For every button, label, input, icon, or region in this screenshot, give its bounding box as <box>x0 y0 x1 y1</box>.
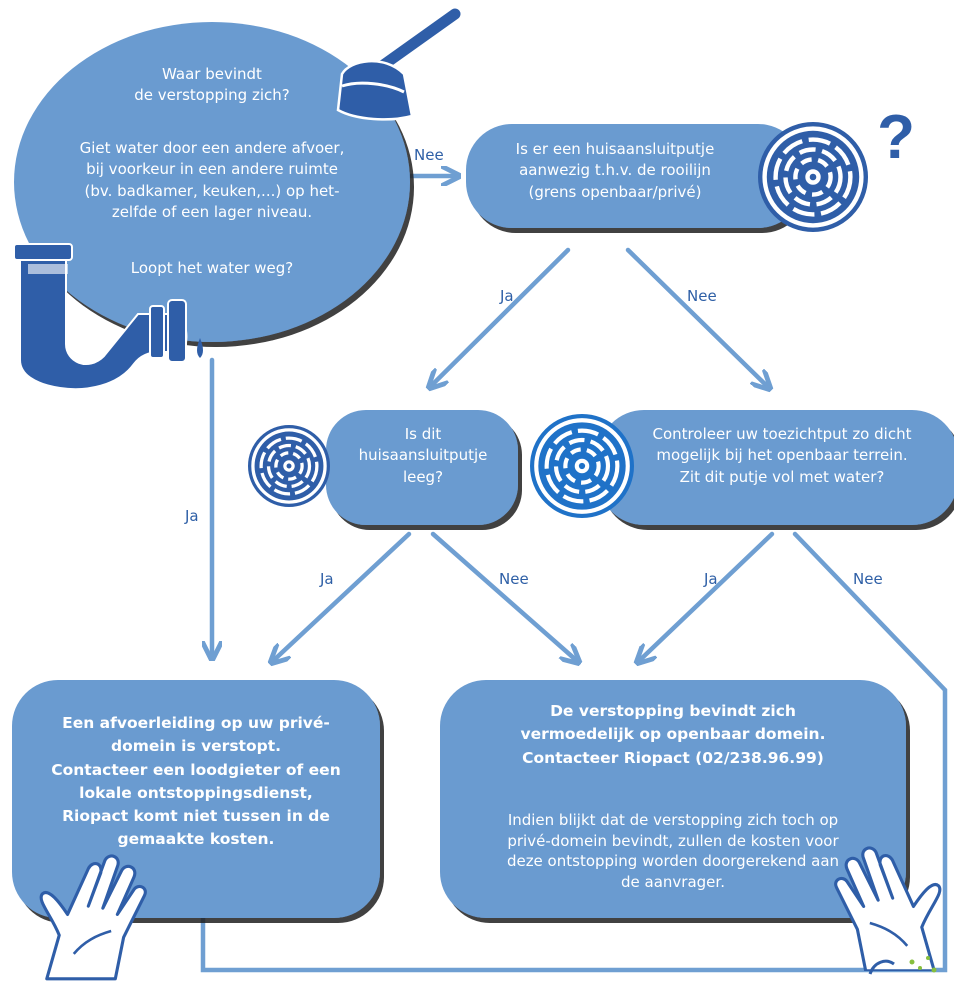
start-instruction: Giet water door een andere afvoer, bij v… <box>79 139 345 221</box>
question-mark-icon: ? <box>877 103 915 172</box>
monitoring-pit-question: Controleer uw toezichtput zo dicht mogel… <box>652 425 912 486</box>
pit-empty-box <box>326 410 518 525</box>
result-private-box <box>12 680 380 918</box>
edge-label-empty-no: Nee <box>499 570 529 588</box>
start-question: Waar bevindt de verstopping zich? <box>134 65 290 105</box>
result-public-note: Indien blijkt dat de verstopping zich to… <box>506 811 840 892</box>
edge-label-present-no: Nee <box>687 287 717 305</box>
plunger-icon <box>336 8 461 121</box>
result-public-headline: De verstopping bevindt zich vermoedelijk… <box>520 702 826 767</box>
pit-present-box <box>466 124 804 228</box>
edge-label-full-no: Nee <box>853 570 883 588</box>
pit-empty-question: Is dit huisaansluitputje leeg? <box>358 425 488 486</box>
pit-present-question: Is er een huisaansluitputje aanwezig t.h… <box>515 140 715 201</box>
result-public-box <box>440 680 906 918</box>
monitoring-pit-box <box>598 410 954 525</box>
edge-label-start-no: Nee <box>414 146 444 164</box>
edge-full-yes <box>640 531 775 660</box>
start-bubble <box>14 22 410 342</box>
edge-present-yes <box>432 247 571 385</box>
edge-present-no <box>625 247 767 386</box>
drain-grate-icon <box>760 124 866 230</box>
edge-empty-yes <box>274 531 412 660</box>
edge-label-full-yes: Ja <box>704 570 718 588</box>
edge-empty-no <box>430 531 576 660</box>
logo-mark <box>868 956 937 975</box>
drain-pipe-icon <box>13 243 203 391</box>
result-private-text: Een afvoerleiding op uw privé- domein is… <box>51 714 341 849</box>
edge-label-empty-yes: Ja <box>320 570 334 588</box>
start-check: Loopt het water weg? <box>130 259 294 277</box>
drain-grate-icon <box>248 425 330 507</box>
edge-label-start-yes: Ja <box>185 507 199 525</box>
edge-label-present-yes: Ja <box>500 287 514 305</box>
